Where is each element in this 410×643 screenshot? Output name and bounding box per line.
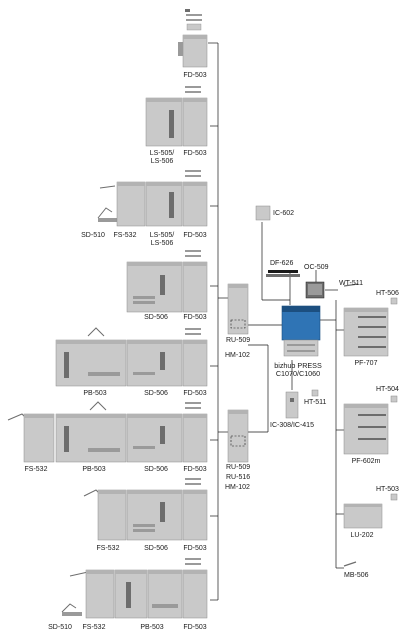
finisher-row-6 — [7, 401, 208, 463]
label-pb503-row8: PB-503 — [140, 624, 164, 631]
relay-unit-upper — [227, 283, 249, 335]
label-sd510-row3: SD-510 — [81, 232, 105, 239]
label-ls-row3-line2: LS-506 — [150, 240, 174, 247]
label-fs532-row7: FS-532 — [96, 545, 120, 552]
label-ls-row2-line2: LS-506 — [150, 158, 174, 165]
label-sd506-row4: SD-506 — [144, 314, 168, 321]
label-fd503-row3: FD-503 — [183, 232, 207, 239]
finisher-row-2 — [145, 86, 208, 147]
finisher-row-5 — [55, 327, 208, 387]
label-fd503-row4: FD-503 — [183, 314, 207, 321]
label-fd503-row8: FD-503 — [183, 624, 207, 631]
label-hm102-upper: HM-102 — [225, 352, 250, 359]
label-fd503-row7: FD-503 — [183, 545, 207, 552]
label-fs532-row3: FS-532 — [113, 232, 137, 239]
finisher-row-8 — [61, 558, 208, 619]
label-main-line1: bizhub PRESS — [274, 361, 322, 370]
label-ic308: IC-308/IC-415 — [270, 422, 314, 429]
label-fs532-row6: FS-532 — [24, 466, 48, 473]
large-capacity-unit — [343, 493, 398, 567]
finisher-row-1 — [178, 9, 208, 68]
label-sd506-row6: SD-506 — [144, 466, 168, 473]
label-fs532-row8: FS-532 — [82, 624, 106, 631]
main-engine — [255, 205, 359, 419]
paper-feeder-pf602m — [343, 395, 398, 455]
finisher-row-7 — [83, 478, 208, 541]
relay-unit-lower — [227, 409, 249, 463]
label-ht506: HT-506 — [376, 290, 399, 297]
label-pb503-row5: PB-503 — [83, 390, 107, 397]
label-hm102-lower: HM-102 — [225, 484, 250, 491]
label-ru516: RU-516 — [226, 474, 251, 481]
label-ru509-upper: RU-509 — [226, 337, 251, 344]
label-ht503: HT-503 — [376, 486, 399, 493]
label-pb503-row6: PB-503 — [82, 466, 106, 473]
label-ls-row3-line1: LS-505/ — [149, 232, 175, 239]
label-wt511: WT-511 — [339, 280, 363, 287]
paper-feeder-pf707 — [343, 297, 398, 357]
label-lu202: LU-202 — [350, 532, 374, 539]
label-pf707: PF-707 — [354, 360, 378, 367]
connector-lines — [208, 42, 344, 601]
label-main-line2: C1070/C1060 — [275, 369, 321, 378]
label-df626: DF-626 — [270, 260, 294, 267]
label-sd506-row7: SD-506 — [144, 545, 168, 552]
label-oc509: OC-509 — [304, 264, 329, 271]
label-fd503-row2: FD-503 — [183, 150, 207, 157]
label-fd503-row1: FD-503 — [183, 72, 207, 79]
label-mb506: MB-506 — [344, 572, 369, 579]
finisher-row-3 — [97, 170, 208, 227]
label-pf602m: PF-602m — [351, 458, 381, 465]
label-ht504: HT-504 — [376, 386, 399, 393]
label-ht511: HT-511 — [304, 399, 327, 406]
label-ic602: IC-602 — [273, 210, 295, 217]
label-fd503-row5: FD-503 — [183, 390, 207, 397]
finisher-row-4 — [126, 250, 208, 313]
label-ru509-lower: RU-509 — [226, 464, 251, 471]
label-sd506-row5: SD-506 — [144, 390, 168, 397]
label-sd510-row8: SD-510 — [48, 624, 72, 631]
label-ls-row2-line1: LS-505/ — [149, 150, 175, 157]
label-fd503-row6: FD-503 — [183, 466, 207, 473]
